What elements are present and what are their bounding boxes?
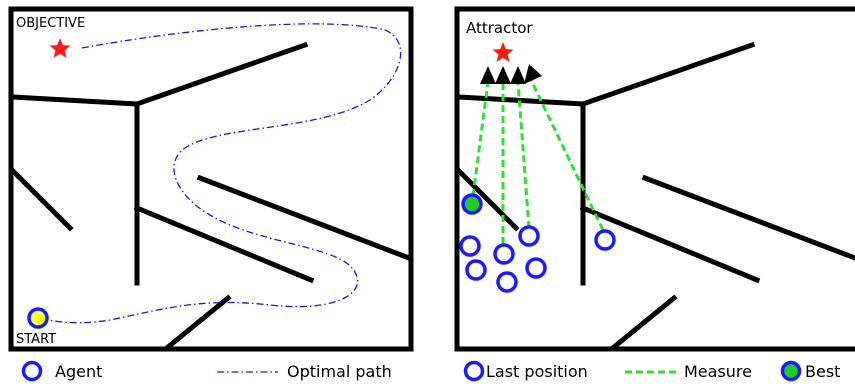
agent-ring-icon: [518, 225, 540, 247]
left-maze-walls: [9, 41, 413, 351]
measure-line: [529, 79, 605, 231]
arrowhead-icon: [495, 66, 511, 84]
objective-label: OBJECTIVE: [16, 16, 85, 31]
legend-measure-label: Measure: [684, 362, 752, 381]
measure-line: [516, 81, 531, 229]
legend-agent-label: Agent: [55, 362, 102, 381]
right-maze-panel: Attractor: [454, 6, 855, 352]
right-maze-walls: [455, 41, 855, 351]
optimal-path-line: [47, 23, 402, 324]
wall-segment: [579, 41, 756, 108]
attractor-star-icon: [492, 42, 514, 62]
best-agent-icon: [461, 193, 483, 215]
legend-right: Last position Measure Best: [463, 360, 840, 382]
legend-last-position-label: Last position: [486, 362, 588, 381]
left-maze-panel: OBJECTIVE START: [8, 6, 414, 352]
wall-segment: [133, 41, 309, 108]
legend-best-icon: [780, 360, 802, 382]
wall-segment: [9, 167, 74, 232]
agent-ring-icon: [459, 235, 481, 257]
legend-best-label: Best: [805, 362, 840, 381]
arrowhead-icon: [510, 66, 526, 84]
left-maze-border: [8, 6, 414, 352]
wall-segment: [579, 204, 761, 284]
agent-ring-icon: [465, 259, 487, 281]
wall-segment: [455, 167, 520, 232]
legend-left: Agent Optimal path: [21, 360, 392, 382]
agent-ring-icon: [493, 243, 515, 265]
measure-lines: [471, 79, 605, 244]
arrowhead-icon: [524, 64, 542, 84]
agent-ring-icon: [594, 229, 616, 251]
wall-segment: [610, 294, 678, 351]
wall-segment: [10, 94, 140, 107]
legend-path-label: Optimal path: [287, 362, 392, 381]
legend-agent-icon: [21, 360, 43, 382]
wall-segment: [164, 294, 232, 351]
wall-segment: [133, 204, 315, 284]
agent-ring-icon: [496, 271, 518, 293]
wall-segment: [641, 174, 855, 261]
arrowheads: [480, 64, 542, 84]
wall-segment: [196, 174, 413, 262]
attractor-label: Attractor: [466, 19, 533, 37]
wall-segment: [456, 94, 586, 107]
start-agent-icon: [27, 307, 49, 329]
right-maze-border: [454, 6, 855, 352]
agent-group: [459, 193, 616, 293]
arrowhead-icon: [480, 66, 496, 84]
objective-star-icon: [49, 38, 71, 58]
measure-line: [471, 81, 490, 197]
start-label: START: [16, 332, 56, 347]
agent-ring-icon: [525, 257, 547, 279]
legend-last-position-icon: [463, 360, 485, 382]
